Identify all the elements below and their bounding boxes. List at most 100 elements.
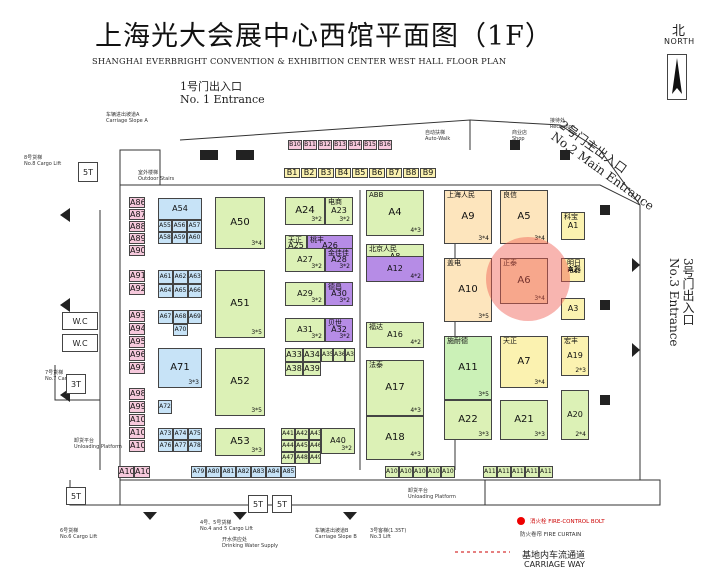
booth-a84[interactable]: A84 (266, 466, 281, 478)
booth-a54[interactable]: A54 (158, 198, 202, 220)
booth-a76[interactable]: A76 (158, 440, 173, 452)
booth-b6[interactable]: B6 (369, 168, 385, 178)
booth-a38[interactable]: A38 (285, 362, 303, 376)
booth-a109[interactable]: A109 (441, 466, 455, 478)
booth-b14[interactable]: B14 (348, 140, 362, 150)
booth-a77[interactable]: A77 (173, 440, 188, 452)
booth-a107[interactable]: A107 (413, 466, 427, 478)
booth-a42[interactable]: A42 (295, 428, 309, 440)
booth-a96[interactable]: A96 (129, 349, 145, 361)
booth-a73[interactable]: A73 (158, 428, 173, 440)
booth-a60[interactable]: A60 (187, 232, 202, 244)
booth-a35[interactable]: A35 (321, 348, 333, 362)
booth-a86[interactable]: A86 (129, 197, 145, 208)
booth-b15[interactable]: B15 (363, 140, 377, 150)
booth-b1[interactable]: B1 (284, 168, 300, 178)
booth-a91[interactable]: A91 (129, 270, 145, 282)
booth-a65[interactable]: A65 (173, 284, 188, 298)
booth-a80[interactable]: A80 (206, 466, 221, 478)
booth-a66[interactable]: A66 (188, 284, 202, 298)
booth-a68[interactable]: A68 (173, 310, 188, 324)
booth-a36[interactable]: A36 (333, 348, 345, 362)
booth-a95[interactable]: A95 (129, 336, 145, 348)
booth-b9[interactable]: B9 (420, 168, 436, 178)
booth-a69[interactable]: A69 (188, 310, 202, 324)
booth-b16[interactable]: B16 (378, 140, 392, 150)
booth-a101[interactable]: A101 (129, 427, 145, 439)
booth-a106[interactable]: A106 (399, 466, 413, 478)
booth-b2[interactable]: B2 (301, 168, 317, 178)
booth-b5[interactable]: B5 (352, 168, 368, 178)
booth-a82[interactable]: A82 (236, 466, 251, 478)
booth-a103[interactable]: A103 (118, 466, 134, 478)
booth-a39[interactable]: A39 (303, 362, 321, 376)
booth-b12[interactable]: B12 (318, 140, 332, 150)
booth-a56[interactable]: A56 (172, 220, 187, 232)
booth-b10[interactable]: B10 (288, 140, 302, 150)
booth-a62[interactable]: A62 (173, 270, 188, 284)
booth-a58[interactable]: A58 (158, 232, 172, 244)
booth-a3[interactable]: A3 (561, 298, 585, 320)
booth-b11[interactable]: B11 (303, 140, 317, 150)
booth-a105[interactable]: A105 (385, 466, 399, 478)
booth-a79[interactable]: A79 (191, 466, 206, 478)
booth-a74[interactable]: A74 (173, 428, 188, 440)
booth-a64[interactable]: A64 (158, 284, 173, 298)
booth-a57[interactable]: A57 (187, 220, 202, 232)
booth-a85[interactable]: A85 (281, 466, 296, 478)
booth-a81[interactable]: A81 (221, 466, 236, 478)
booth-a110[interactable]: A110 (483, 466, 497, 478)
booth-a113[interactable]: A113 (525, 466, 539, 478)
booth-a87[interactable]: A87 (129, 209, 145, 220)
booth-a48[interactable]: A48 (295, 452, 309, 464)
booth-a99[interactable]: A99 (129, 401, 145, 413)
booth-b8[interactable]: B8 (403, 168, 419, 178)
booth-a92[interactable]: A92 (129, 283, 145, 295)
booth-a72[interactable]: A72 (158, 400, 172, 414)
booth-a94[interactable]: A94 (129, 323, 145, 335)
booth-a37[interactable]: A37 (345, 348, 355, 362)
booth-a108[interactable]: A108 (427, 466, 441, 478)
booth-a88[interactable]: A88 (129, 221, 145, 232)
booth-a70[interactable]: A70 (173, 324, 188, 336)
booth-a43[interactable]: A43 (309, 428, 321, 440)
booth-a93[interactable]: A93 (129, 310, 145, 322)
booth-a98[interactable]: A98 (129, 388, 145, 400)
booth-b4[interactable]: B4 (335, 168, 351, 178)
booth-a78[interactable]: A78 (188, 440, 202, 452)
booth-a75[interactable]: A75 (188, 428, 202, 440)
booth-a104[interactable]: A104 (134, 466, 150, 478)
booth-a114[interactable]: A114 (539, 466, 553, 478)
booth-a90[interactable]: A90 (129, 245, 145, 256)
booth-a61[interactable]: A61 (158, 270, 173, 284)
booth-a67[interactable]: A67 (158, 310, 173, 324)
booth-b3[interactable]: B3 (318, 168, 334, 178)
booth-a46[interactable]: A46 (309, 440, 321, 452)
booth-a111[interactable]: A111 (497, 466, 511, 478)
booth-a41[interactable]: A41 (281, 428, 295, 440)
